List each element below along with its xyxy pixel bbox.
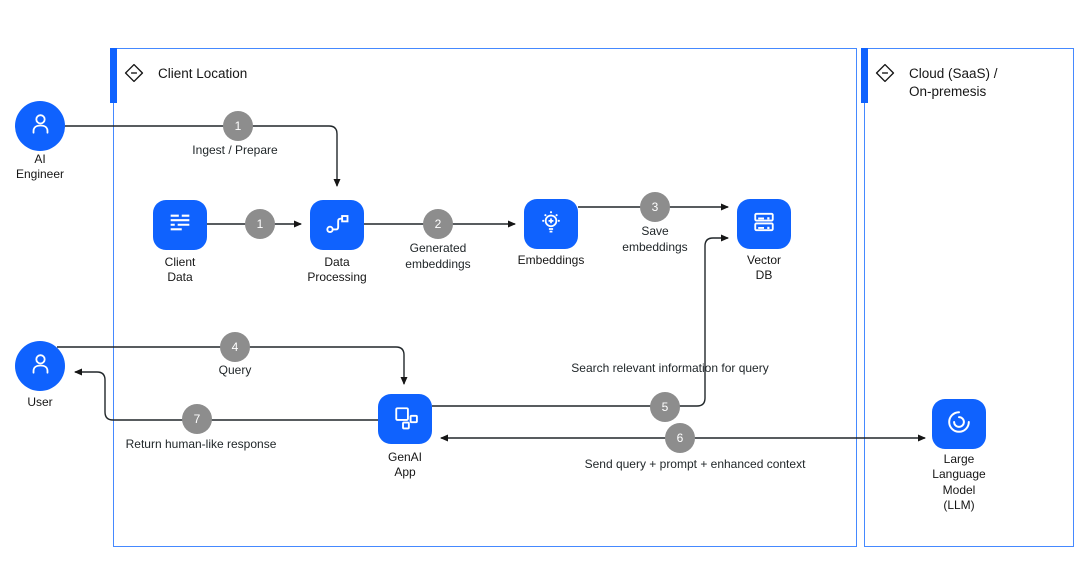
step-circle-2: 2	[423, 209, 453, 239]
user-label: User	[27, 395, 53, 409]
step-circle-1a: 1	[223, 111, 253, 141]
step-number: 7	[193, 412, 201, 426]
step-circle-1b: 1	[245, 209, 275, 239]
ai-engineer-node	[15, 101, 65, 151]
idea-lightbulb-icon	[537, 208, 565, 241]
arrow-search-vectordb	[432, 234, 729, 407]
user-avatar-icon	[27, 110, 54, 142]
data-processing-label: Data Processing	[307, 255, 367, 285]
user-avatar-icon	[27, 350, 54, 382]
step-circle-7: 7	[182, 404, 212, 434]
vector-db-label: Vector DB	[746, 253, 782, 283]
llm-label: Large Language Model (LLM)	[932, 452, 986, 513]
arrow-ingest-prepare	[65, 125, 341, 187]
cloud-container	[864, 48, 1074, 547]
step-number: 1	[234, 119, 242, 133]
llm-node	[932, 399, 986, 449]
genai-app-node	[378, 394, 432, 444]
user-node	[15, 341, 65, 391]
vector-db-node	[737, 199, 791, 249]
step-label-save-embeddings: Save embeddings	[622, 224, 688, 254]
step-label-search: Search relevant information for query	[571, 361, 769, 375]
client-location-accent-bar	[110, 48, 117, 103]
cloud-header: Cloud (SaaS) / On-premesis	[874, 62, 998, 101]
ai-engineer-label: AI Engineer	[15, 152, 65, 182]
group-diamond-icon	[874, 62, 896, 89]
client-data-node	[153, 200, 207, 250]
client-location-header: Client Location	[123, 62, 247, 89]
database-servers-icon	[750, 208, 778, 241]
cloud-accent-bar	[861, 48, 868, 103]
step-label-ingest: Ingest / Prepare	[192, 143, 278, 157]
step-circle-5: 5	[650, 392, 680, 422]
client-location-title: Client Location	[158, 66, 248, 81]
step-circle-3: 3	[640, 192, 670, 222]
step-number: 5	[661, 400, 669, 414]
step-label-return-response: Return human-like response	[125, 437, 277, 451]
group-diamond-icon	[123, 62, 145, 89]
embeddings-label: Embeddings	[517, 253, 585, 267]
step-label-send-query: Send query + prompt + enhanced context	[584, 457, 806, 471]
swirl-icon	[945, 408, 973, 441]
step-circle-4: 4	[220, 332, 250, 362]
data-rows-icon	[166, 209, 194, 242]
arrow-return-response	[74, 368, 378, 421]
embeddings-node	[524, 199, 578, 249]
arrow-query	[57, 346, 408, 385]
step-number: 2	[434, 217, 442, 231]
genai-app-label: GenAI App	[387, 450, 423, 480]
step-number: 1	[256, 217, 264, 231]
step-number: 3	[651, 200, 659, 214]
step-number: 6	[676, 431, 684, 445]
step-label-query: Query	[218, 363, 252, 377]
flow-connector-icon	[323, 209, 351, 242]
client-location-container	[113, 48, 857, 547]
client-data-label: Client Data	[164, 255, 196, 285]
step-number: 4	[231, 340, 239, 354]
app-squares-icon	[391, 403, 419, 436]
data-processing-node	[310, 200, 364, 250]
cloud-title: Cloud (SaaS) / On-premesis	[909, 66, 998, 100]
step-label-generated-embeddings: Generated embeddings	[405, 241, 471, 271]
step-circle-6: 6	[665, 423, 695, 453]
